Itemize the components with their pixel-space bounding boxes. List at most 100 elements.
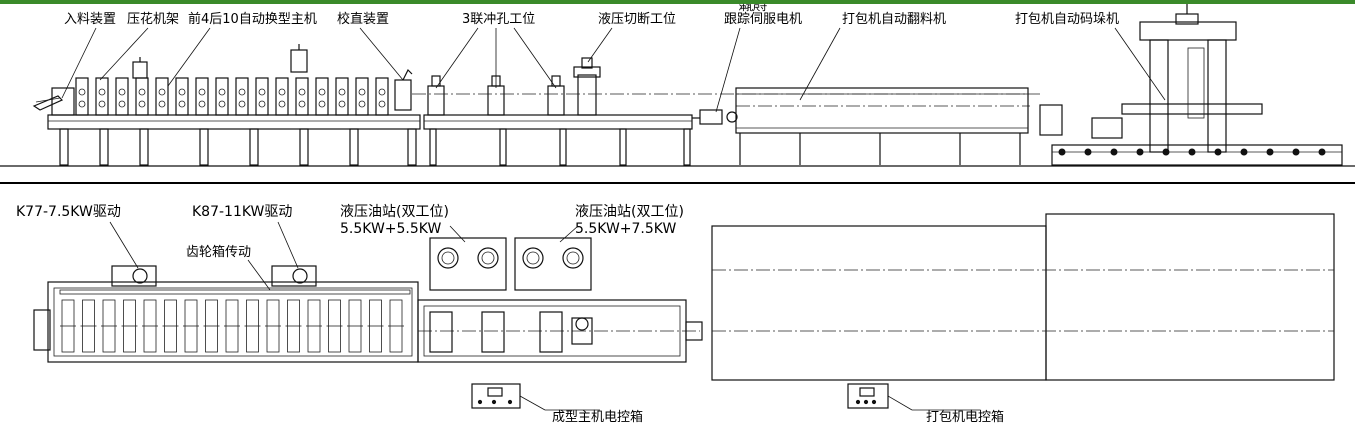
forming-stand — [295, 77, 309, 116]
punch-cylinder — [431, 75, 441, 87]
label-gearbox: 齿轮箱传动 — [186, 244, 251, 260]
label-punching: 3联冲孔工位 — [462, 12, 535, 27]
forming-stand — [155, 77, 169, 116]
stacker-wheel — [1266, 148, 1274, 156]
label-hyd1-power: 5.5KW+5.5KW — [340, 221, 441, 237]
stacker-wheel — [1240, 148, 1248, 156]
table-leg — [429, 128, 437, 166]
table-leg — [59, 128, 69, 166]
stand-roller — [258, 88, 266, 96]
stacker-wheel — [1084, 148, 1092, 156]
stand-roller — [198, 100, 206, 108]
label-servo: 跟踪伺服电机 — [724, 12, 802, 27]
label-hyd2-power: 5.5KW+7.5KW — [575, 221, 676, 237]
stand-roller — [238, 100, 246, 108]
stand-roller — [318, 88, 326, 96]
stand-roller — [358, 100, 366, 108]
top-border — [0, 0, 1355, 4]
punch-unit — [547, 85, 565, 116]
label-drive1: K77-7.5KW驱动 — [16, 204, 121, 220]
punch-unit — [487, 85, 505, 116]
stand-roller — [298, 88, 306, 96]
stand-roller — [338, 100, 346, 108]
plan-view: K77-7.5KW驱动 K87-11KW驱动 齿轮箱传动 液压油站(双工位) 5… — [16, 204, 1335, 425]
table-leg — [619, 128, 627, 166]
stand-roller — [78, 88, 86, 96]
label-feeding: 入料装置 — [64, 12, 116, 27]
forming-stand — [375, 77, 389, 116]
stand-roller — [298, 100, 306, 108]
stacker-wheel — [1058, 148, 1066, 156]
forming-stand — [315, 77, 329, 116]
forming-stand — [95, 77, 109, 116]
forming-stand — [355, 77, 369, 116]
stand-roller — [278, 88, 286, 96]
label-control2: 打包机电控箱 — [926, 409, 1004, 425]
stacker-plan — [1045, 213, 1335, 381]
stand-roller — [198, 88, 206, 96]
forming-stand — [255, 77, 269, 116]
side-view: 入料装置 压花机架 前4后10自动换型主机 校直装置 3联冲孔工位 液压切断工位… — [0, 3, 1355, 184]
forming-stand — [275, 77, 289, 116]
table-leg — [683, 128, 691, 166]
punch-table — [423, 114, 693, 130]
stand-roller — [178, 100, 186, 108]
conveyor-plan — [711, 225, 1047, 381]
table-leg — [249, 128, 259, 166]
label-small-note: 冲孔尺寸 — [739, 3, 767, 12]
stand-roller — [98, 88, 106, 96]
label-hyd2-title: 液压油站(双工位) — [575, 204, 684, 220]
forming-stand — [235, 77, 249, 116]
stand-roller — [158, 88, 166, 96]
stand-roller — [238, 88, 246, 96]
table-leg — [407, 128, 417, 166]
table-leg — [299, 128, 309, 166]
label-hydraulic-cut: 液压切断工位 — [598, 12, 676, 27]
label-flip: 打包机自动翻料机 — [842, 12, 946, 27]
label-hyd1-title: 液压油站(双工位) — [340, 204, 449, 220]
punch-cylinder — [551, 75, 561, 87]
stand-roller — [378, 100, 386, 108]
label-embossing: 压花机架 — [127, 11, 179, 27]
forming-stand — [195, 77, 209, 116]
stand-roller — [118, 88, 126, 96]
label-straightener: 校直装置 — [337, 11, 389, 27]
stand-roller — [178, 88, 186, 96]
stand-roller — [258, 100, 266, 108]
forming-stand — [75, 77, 89, 116]
forming-stand — [335, 77, 349, 116]
hydraulic-station-2 — [514, 237, 592, 291]
stand-roller — [338, 88, 346, 96]
stacker-wheel — [1292, 148, 1300, 156]
hydraulic-station-1 — [429, 237, 507, 291]
stacker-base — [1051, 144, 1343, 166]
punch-unit — [427, 85, 445, 116]
forming-stand — [115, 77, 129, 116]
table-leg — [559, 128, 567, 166]
stand-roller — [118, 100, 126, 108]
table-leg — [99, 128, 109, 166]
forming-stand — [135, 77, 149, 116]
forming-stand — [175, 77, 189, 116]
stacker-wheel — [1110, 148, 1118, 156]
stand-roller — [218, 100, 226, 108]
table-leg — [499, 128, 507, 166]
stacker-wheel — [1136, 148, 1144, 156]
stacker-wheel — [1318, 148, 1326, 156]
label-stacker: 打包机自动码垛机 — [1015, 12, 1119, 27]
main-frame-table — [47, 114, 421, 130]
label-control1: 成型主机电控箱 — [552, 409, 643, 425]
table-leg — [139, 128, 149, 166]
stand-roller — [158, 100, 166, 108]
label-main-machine: 前4后10自动换型主机 — [188, 11, 317, 27]
table-leg — [349, 128, 359, 166]
stand-roller — [278, 100, 286, 108]
table-leg — [199, 128, 209, 166]
stand-roller — [218, 88, 226, 96]
stand-roller — [318, 100, 326, 108]
stand-roller — [98, 100, 106, 108]
forming-stand — [215, 77, 229, 116]
stand-roller — [78, 100, 86, 108]
stand-roller — [378, 88, 386, 96]
